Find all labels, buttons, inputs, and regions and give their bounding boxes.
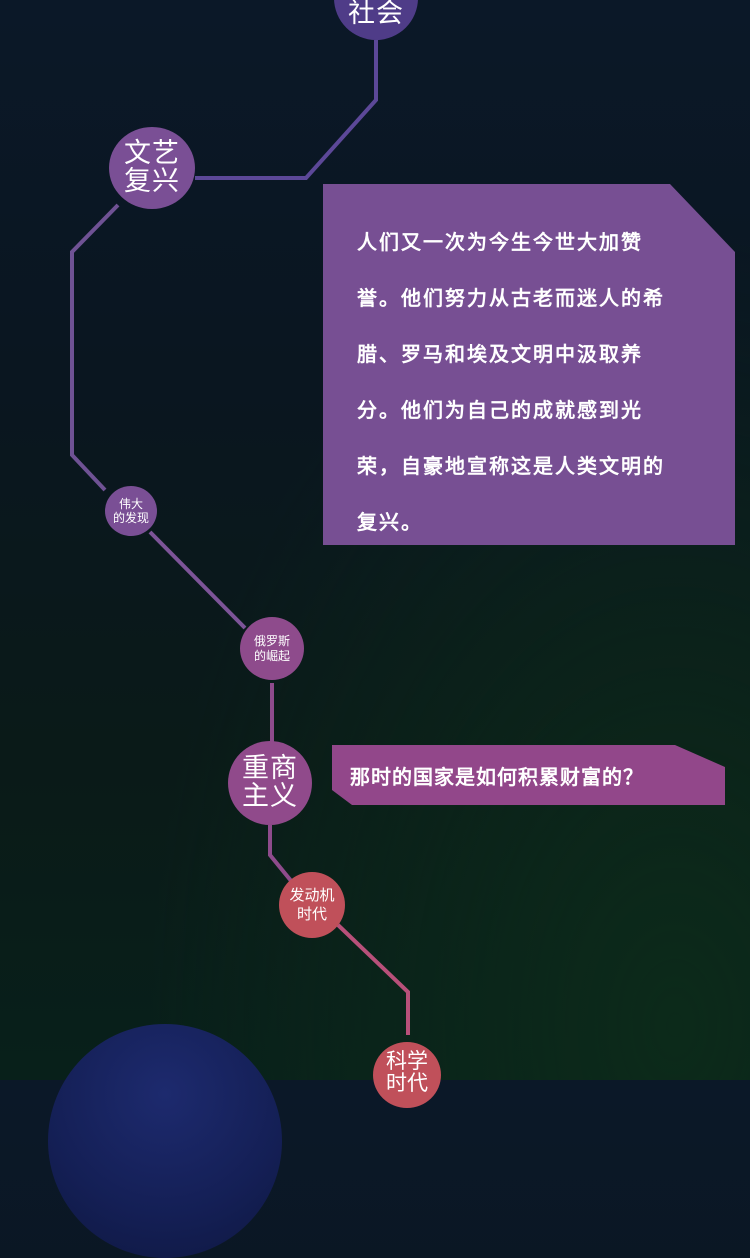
question-text: 那时的国家是如何积累财富的？ [350, 765, 644, 789]
info-text: 人们又一次为今生今世大加赞誉。他们努力从古老而迷人的希腊、罗马和埃及文明中汲取养… [357, 230, 665, 534]
question-box[interactable]: 那时的国家是如何积累财富的？ [332, 745, 725, 805]
node-mercantilism[interactable]: 重商 主义 [228, 741, 312, 825]
node-rise-of-russia[interactable]: 俄罗斯 的崛起 [240, 617, 304, 680]
node-great-discovery[interactable]: 伟大 的发现 [105, 486, 157, 536]
node-science-era[interactable]: 科学 时代 [373, 1042, 441, 1108]
node-engine-era[interactable]: 发动机 时代 [279, 872, 345, 938]
node-renaissance[interactable]: 文艺 复兴 [109, 127, 195, 209]
renaissance-info-box: 人们又一次为今生今世大加赞誉。他们努力从古老而迷人的希腊、罗马和埃及文明中汲取养… [323, 184, 735, 545]
timeline-path [70, 40, 410, 1035]
planet-image [48, 1024, 282, 1258]
